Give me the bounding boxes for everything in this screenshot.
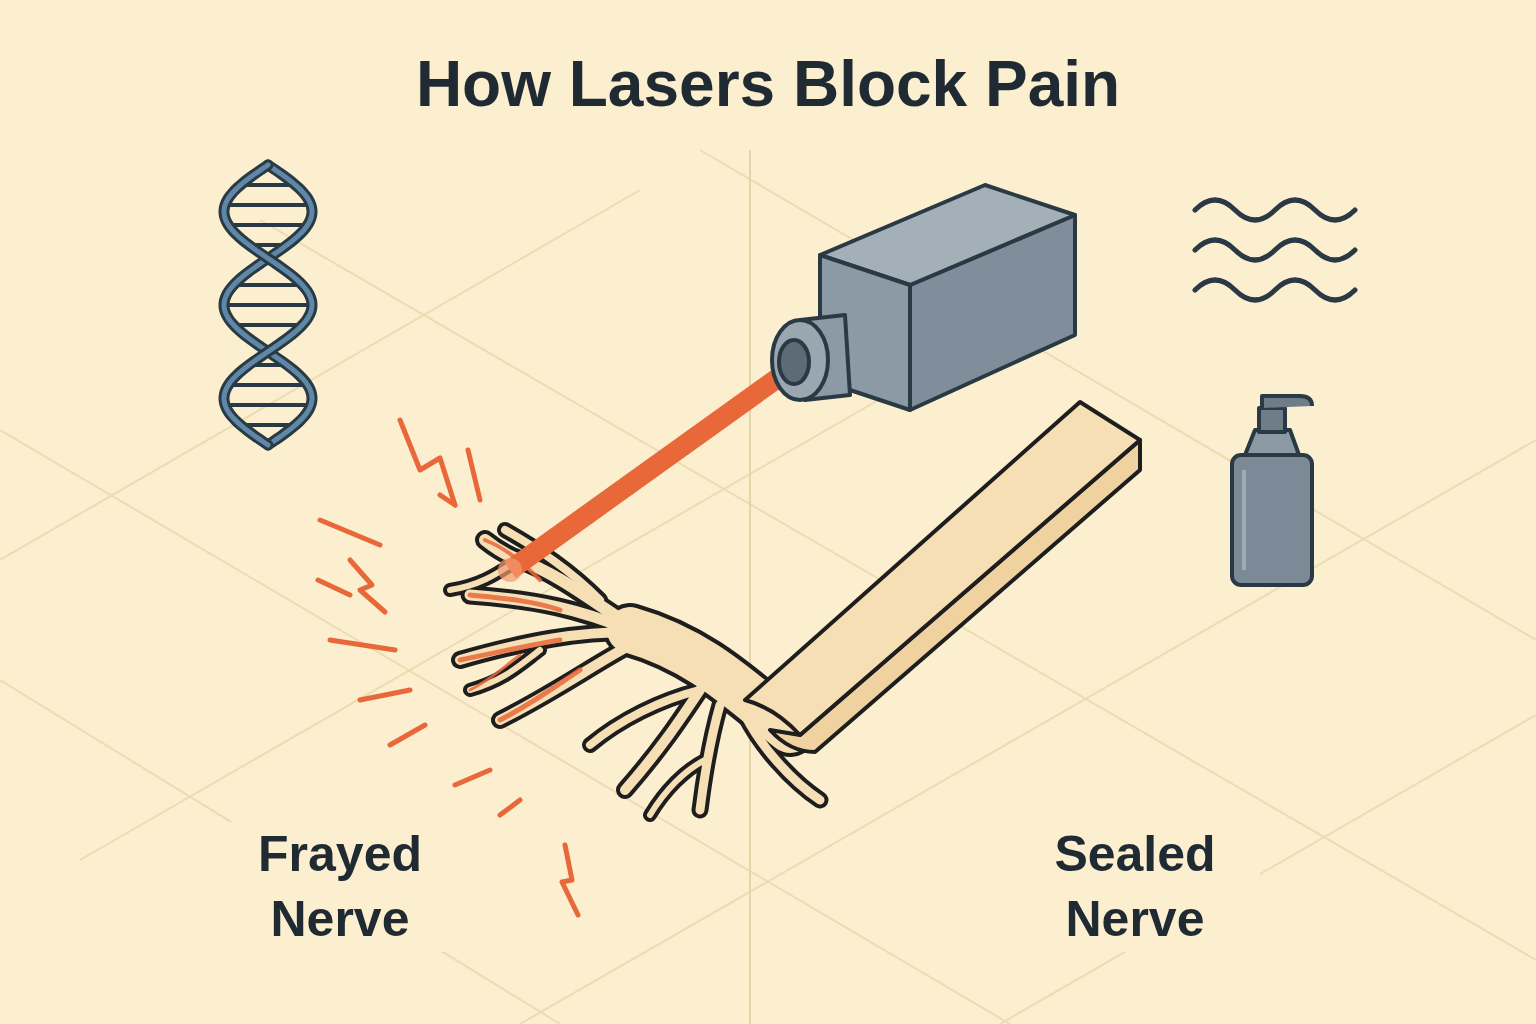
divider-line [749, 150, 751, 1024]
dna-rung [233, 383, 302, 387]
frayed-fiber [460, 640, 560, 660]
frayed-fiber [500, 670, 580, 720]
label-holder: Frayed Nerve [215, 822, 465, 952]
nozzle-rim [772, 320, 828, 400]
frayed-fiber [470, 595, 560, 610]
nozzle-opening [779, 340, 809, 384]
spark-dash [330, 640, 395, 650]
figure-label: Frayed Nerve [215, 822, 465, 952]
dna-strand [224, 165, 312, 445]
diagram-title: How Lasers Block Pain [410, 48, 1126, 122]
nerve [450, 530, 820, 815]
nerve-branch-outline [500, 640, 640, 720]
dna-strand [224, 165, 312, 445]
grid-line [0, 680, 560, 1024]
bottle-pump [1259, 408, 1285, 432]
lightning-bolt [350, 560, 385, 612]
lightning-bolt [440, 495, 455, 505]
grid-line [0, 190, 640, 560]
wave-line [1195, 200, 1355, 220]
sealed-nerve-bar [745, 402, 1140, 752]
spark-dash [320, 520, 380, 545]
dna-rung [230, 403, 306, 407]
spark-dash [468, 450, 480, 500]
nerve-branch [485, 540, 640, 632]
spark-dash [500, 800, 520, 815]
wave-symbol [1195, 200, 1355, 300]
frayed-fiber [470, 655, 520, 690]
lightning-bolt [400, 420, 455, 505]
dna-rung [239, 283, 298, 287]
figure-label: Sealed Nerve [1010, 822, 1260, 952]
grid-line [1000, 715, 1536, 1024]
dna-rung [239, 323, 298, 327]
label-holder: Sealed Nerve [1010, 822, 1260, 952]
dna-rung [246, 423, 291, 427]
nerve-branch [500, 640, 640, 720]
nerve-branch [590, 690, 700, 745]
spark-dash [455, 770, 490, 785]
nerve-branch [700, 705, 720, 810]
nerve-branch [470, 595, 630, 630]
spark-dash [360, 690, 410, 700]
bottle-nozzle [1262, 396, 1312, 408]
laser-device [772, 185, 1075, 410]
dna-rung [230, 203, 306, 207]
bar-top [745, 402, 1140, 735]
nerve-branch [650, 760, 705, 815]
beam-glow [498, 558, 522, 582]
nerve-branch-outline [485, 540, 640, 632]
spray-bottle [1232, 396, 1312, 585]
spark-dash [390, 725, 425, 745]
dna-rung [229, 303, 307, 307]
dna-strand-fill [224, 165, 312, 445]
grid-line [0, 430, 1010, 1024]
dna-strand-fill [224, 165, 312, 445]
bottle-body [1232, 455, 1312, 585]
spark-dash [318, 580, 350, 595]
title-holder: How Lasers Block Pain [0, 48, 1536, 122]
bottle-highlight [1242, 470, 1246, 570]
dna-rungs [229, 185, 307, 425]
background-grid [0, 150, 1536, 1024]
lightning-bolt [562, 845, 578, 915]
wave-line [1195, 240, 1355, 260]
grid-line [700, 150, 1536, 640]
wave-line [1195, 280, 1355, 300]
dna-rung [233, 223, 302, 227]
dna-rung [246, 183, 291, 187]
dna-helix [224, 165, 312, 445]
laser-beam [510, 362, 800, 570]
